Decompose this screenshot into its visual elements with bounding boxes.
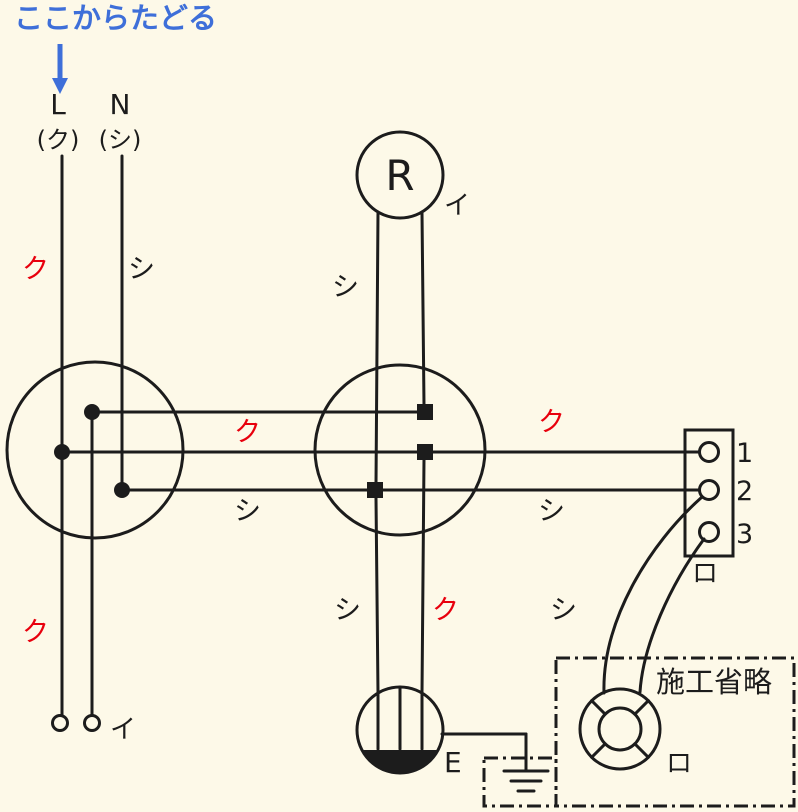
terminal-block — [683, 428, 735, 558]
wire-mark-neutral-right: シ — [538, 496, 565, 527]
lamp-r-symbol — [355, 130, 445, 220]
terminal-screw-3 — [698, 521, 720, 543]
connector-square — [417, 444, 433, 460]
switch-contact — [83, 714, 101, 732]
lamp-receptacle-tick — [633, 742, 650, 759]
lamp-neutral-curve — [602, 495, 704, 695]
omitted-section-boundary — [554, 656, 796, 808]
lamp-r-label: R — [385, 151, 414, 200]
live-color-hint: (ク) — [37, 126, 80, 154]
terminal-screw-1 — [698, 441, 720, 463]
wire-mark-outlet-neutral: シ — [334, 595, 361, 626]
wire-mark-l-top: ク — [22, 254, 49, 285]
lamp-switched-curve — [638, 537, 706, 694]
outlet-earth-segment — [362, 750, 438, 773]
wire-mark-neutral-mid: シ — [234, 496, 261, 527]
wire-mark-outlet-hot: ク — [432, 595, 459, 626]
wire-mark-r-neutral: シ — [332, 272, 359, 303]
switch-contact — [51, 714, 69, 732]
lamp-receptacle-tick — [633, 699, 650, 716]
junction-box-middle — [313, 363, 487, 537]
neutral-terminal-label: N — [110, 88, 131, 121]
omitted-section-label: 施工省略 — [656, 665, 772, 699]
switch-circuit-mark: イ — [110, 715, 136, 745]
lamp-r-switched-lead — [420, 211, 426, 407]
terminal-number-3: 3 — [736, 519, 753, 550]
live-terminal-label: L — [50, 88, 66, 121]
connector-square — [417, 404, 433, 420]
lamp-receptacle-inner — [597, 706, 643, 752]
terminal-block-circuit-mark: ロ — [692, 559, 718, 589]
neutral-color-hint: (シ) — [99, 126, 142, 154]
wire-mark-lamp-neutral: シ — [550, 595, 577, 626]
lamp-receptacle-symbol — [578, 687, 662, 771]
wire-mark-l-bottom: ク — [22, 617, 49, 648]
terminal-number-2: 2 — [736, 476, 753, 507]
terminal-number-1: 1 — [736, 438, 753, 469]
terminal-screw-2 — [698, 479, 720, 501]
junction-box-left — [5, 360, 185, 540]
trace-start-note: ここからたどる — [14, 1, 217, 35]
lamp-receptacle-tick — [590, 699, 607, 716]
ground-omitted-boundary — [482, 756, 558, 808]
connector-dot — [54, 444, 70, 460]
wire-mark-hot-mid: ク — [234, 417, 261, 448]
lamp-r-neutral-lead — [374, 210, 380, 486]
lamp-r-circuit-mark: イ — [444, 191, 470, 221]
wire-mark-n-top: シ — [128, 254, 155, 285]
connector-dot — [84, 404, 100, 420]
omitted-lamp-circuit-mark: ロ — [666, 749, 692, 779]
wire-mark-hot-right: ク — [538, 407, 565, 438]
lamp-receptacle-tick — [590, 742, 607, 759]
outlet-earth-label: E — [444, 746, 462, 779]
trace-arrow-head-icon — [52, 78, 68, 94]
connector-dot — [114, 482, 130, 498]
connector-square — [367, 482, 383, 498]
